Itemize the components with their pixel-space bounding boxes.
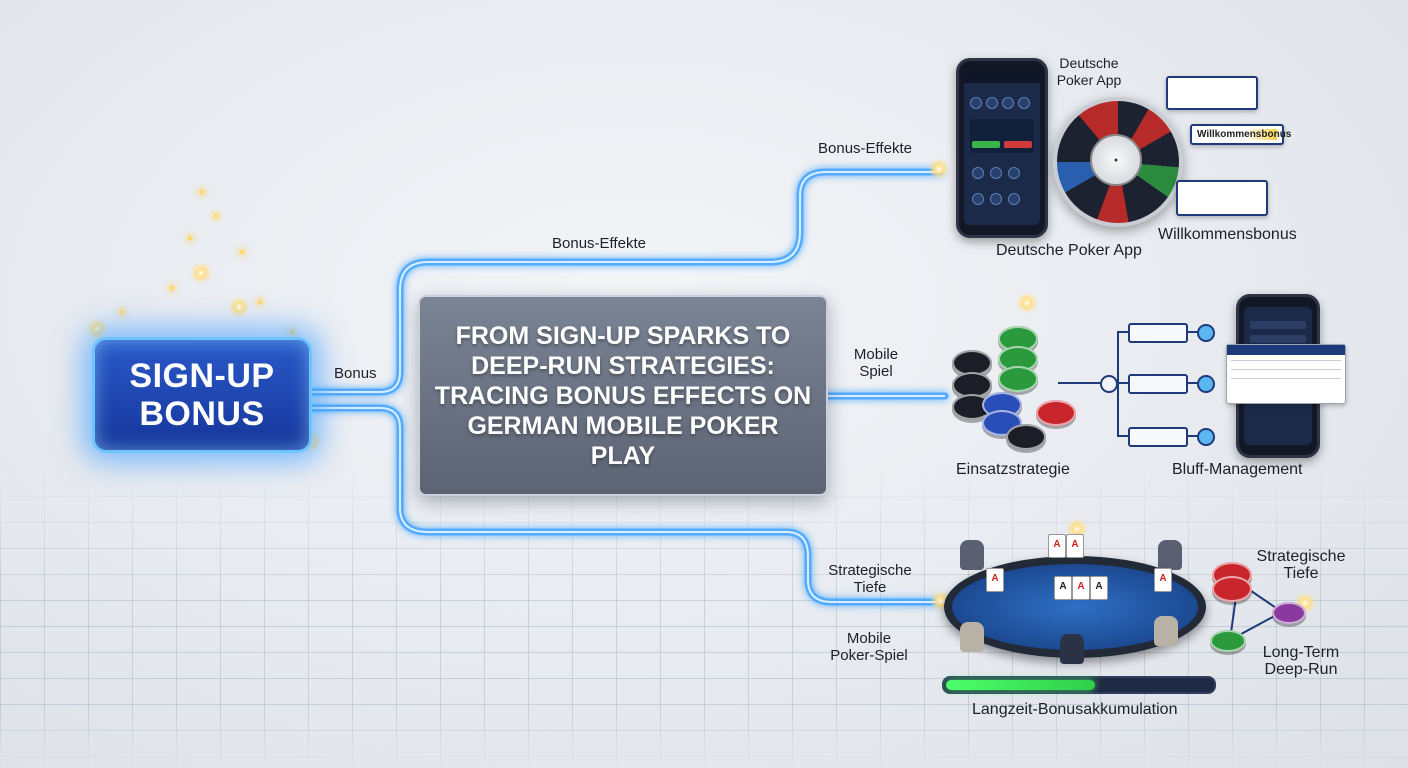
info-card-1: [1166, 76, 1258, 110]
bonus-progress-bar: [942, 676, 1216, 694]
info-card-3: [1176, 180, 1268, 216]
sparkle-icon: [190, 262, 212, 284]
label-deutsche-poker-app-bottom: Deutsche Poker App: [996, 242, 1142, 259]
sparkle-icon: [228, 296, 250, 318]
flow-node: [1197, 324, 1215, 342]
sparkle-icon: [240, 250, 244, 254]
player-avatar: [1154, 616, 1178, 646]
sparkle-icon: [1016, 292, 1038, 314]
flow-node: [1197, 428, 1215, 446]
playing-card: A: [1066, 534, 1084, 558]
flow-box: [1128, 323, 1188, 343]
edge-label-bonus-effekte-mid: Bonus-Effekte: [552, 235, 646, 252]
center-title: FROM SIGN-UP SPARKS TO DEEP-RUN STRATEGI…: [434, 321, 812, 470]
player-avatar: [1060, 634, 1084, 664]
label-long-term-deep-run: Long-Term Deep-Run: [1262, 644, 1340, 678]
label-willkommensbonus: Willkommensbonus: [1158, 226, 1297, 243]
playing-card: A: [1072, 576, 1090, 600]
player-avatar: [1158, 540, 1182, 570]
edge-label-bonus-effekte-end: Bonus-Effekte: [818, 140, 912, 157]
center-title-card: FROM SIGN-UP SPARKS TO DEEP-RUN STRATEGI…: [418, 295, 828, 496]
poker-app-phone: [956, 58, 1048, 238]
sparkle-icon: [258, 300, 262, 304]
chip-red: [1212, 576, 1252, 602]
label-langzeit-bonusakkumulation: Langzeit-Bonusakkumulation: [972, 701, 1178, 718]
signup-title-line: SIGN-UP: [129, 357, 275, 395]
flow-node: [1197, 375, 1215, 393]
chip-stack-black: [952, 372, 992, 398]
bonus-wheel: ●: [1053, 97, 1183, 227]
edge-label-mobile-poker-spiel: Mobile Poker-Spiel: [830, 630, 908, 664]
bonus-card-text: Willkommensbonus: [1197, 129, 1292, 140]
sparkle-icon: [214, 214, 218, 218]
playing-card: A: [1090, 576, 1108, 600]
signup-bonus-node: SIGN-UP BONUS: [92, 337, 312, 453]
info-card-bonus: Willkommensbonus: [1190, 124, 1292, 145]
sparkle-icon: [200, 190, 204, 194]
chip-stack-green: [998, 366, 1038, 392]
player-avatar: [960, 622, 984, 652]
sparkle-icon: [188, 236, 192, 240]
label-strategische-tiefe-right: Strategische Tiefe: [1256, 548, 1346, 582]
stats-table-card: [1226, 344, 1346, 404]
wheel-hub: ●: [1090, 134, 1142, 186]
sparkle-icon: [86, 318, 108, 340]
chip-green: [1210, 630, 1246, 652]
signup-title-line: BONUS: [139, 395, 265, 433]
label-deutsche-poker-app-top: Deutsche Poker App: [1056, 55, 1122, 88]
sparkle-icon: [290, 330, 294, 334]
sparkle-icon: [928, 158, 950, 180]
flow-box: [1128, 374, 1188, 394]
chip-stack-black: [952, 350, 992, 376]
playing-card: A: [1048, 534, 1066, 558]
edge-label-mobile-spiel: Mobile Spiel: [853, 346, 899, 380]
sparkle-icon: [120, 310, 124, 314]
player-avatar: [960, 540, 984, 570]
flow-box: [1128, 427, 1188, 447]
playing-card: A: [986, 568, 1004, 592]
bonus-progress-fill: [946, 680, 1095, 690]
edge-label-strategische-tiefe: Strategische Tiefe: [828, 562, 912, 596]
chip-stack-black: [1006, 424, 1046, 450]
playing-card: A: [1154, 568, 1172, 592]
flow-node: [1100, 375, 1118, 393]
playing-card: A: [1054, 576, 1072, 600]
chip-purple: [1272, 602, 1306, 624]
edge-label-bonus: Bonus: [334, 365, 377, 382]
chip-stack-red: [1036, 400, 1076, 426]
label-bluff-management: Bluff-Management: [1172, 461, 1303, 478]
label-einsatzstrategie: Einsatzstrategie: [956, 461, 1070, 478]
sparkle-icon: [170, 286, 174, 290]
